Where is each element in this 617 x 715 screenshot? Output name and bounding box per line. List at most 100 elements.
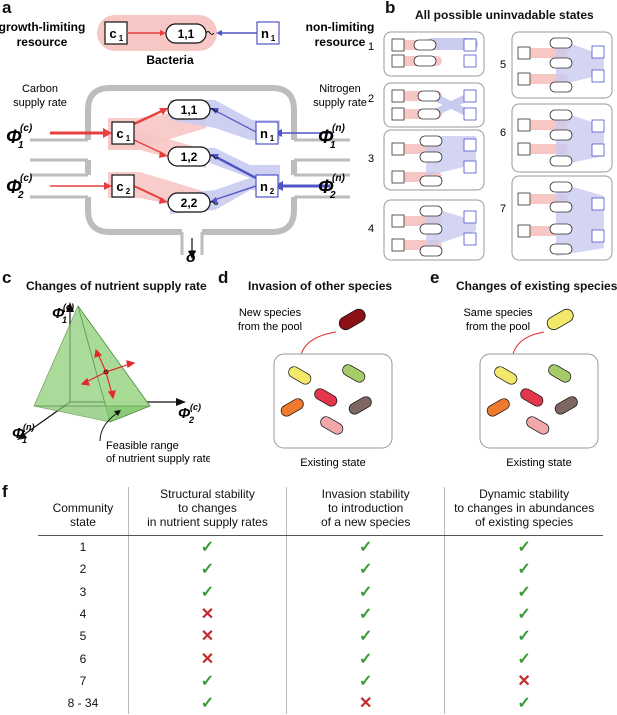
svg-text:2: 2 <box>329 190 336 201</box>
svg-text:Φ: Φ <box>52 305 65 322</box>
check-icon: ✓ <box>286 647 445 670</box>
check-icon: ✓ <box>127 558 287 581</box>
legend-c1-sub: 1 <box>119 34 124 43</box>
svg-text:c: c <box>116 179 123 194</box>
cross-icon: ✕ <box>127 625 287 648</box>
svg-text:New species: New species <box>239 307 302 319</box>
panel-e-label: e <box>430 268 440 287</box>
legend-nonlim-1: non-limiting <box>306 20 375 34</box>
legend-n1-sub: 1 <box>271 34 276 43</box>
svg-text:2,2: 2,2 <box>181 196 198 210</box>
svg-text:c: c <box>116 126 123 141</box>
svg-text:Φ: Φ <box>318 177 334 198</box>
check-icon: ✓ <box>127 669 287 693</box>
perturbation-diagram: Same species from the pool Existing stat… <box>463 307 599 469</box>
panel-d-label: d <box>218 268 229 287</box>
cross-icon: ✕ <box>444 669 603 693</box>
svg-text:Φ: Φ <box>6 177 22 198</box>
state-number: 5 <box>500 59 506 71</box>
dilution-delta: δ <box>186 249 196 262</box>
panel-f-label: f <box>2 482 8 501</box>
check-icon: ✓ <box>444 558 603 581</box>
svg-text:Φ: Φ <box>6 127 22 148</box>
invasion-diagram: New species from the pool Existing state <box>238 307 393 469</box>
panel-d-title: Invasion of other species <box>248 279 393 293</box>
panel-a-label: a <box>2 0 12 17</box>
svg-text:n: n <box>260 126 268 141</box>
svg-text:(c): (c) <box>63 302 74 312</box>
check-icon: ✓ <box>127 535 287 559</box>
legend-growth-2: resource <box>17 35 68 49</box>
svg-text:Feasible range: Feasible range <box>106 440 179 452</box>
svg-text:2: 2 <box>126 187 131 196</box>
svg-text:2: 2 <box>270 187 275 196</box>
state-cell: 1 <box>79 540 87 555</box>
cross-icon: ✕ <box>127 602 287 626</box>
state-number: 2 <box>368 93 374 105</box>
svg-text:Same species: Same species <box>463 307 533 319</box>
svg-text:(n): (n) <box>332 173 345 184</box>
svg-text:n: n <box>260 179 268 194</box>
check-icon: ✓ <box>444 692 603 715</box>
state-cell: 2 <box>79 562 87 577</box>
check-icon: ✓ <box>444 625 603 648</box>
svg-text:1: 1 <box>18 140 24 151</box>
table-row: 2✓✓✓ <box>38 558 603 581</box>
state-number: 3 <box>368 153 374 165</box>
svg-text:from the pool: from the pool <box>238 321 302 333</box>
svg-text:1,2: 1,2 <box>181 150 198 164</box>
state-cell: 7 <box>79 673 87 688</box>
check-icon: ✓ <box>444 602 603 626</box>
panel-c-label: c <box>2 268 12 287</box>
svg-text:supply rate: supply rate <box>13 97 67 109</box>
svg-text:of nutrient supply rates: of nutrient supply rates <box>106 453 210 465</box>
table-row: 5✕✓✓ <box>38 625 603 648</box>
uninvadable-states: 1 2 3 4 5 6 7 <box>368 31 613 261</box>
legend-n1: n <box>261 26 269 41</box>
svg-text:Φ: Φ <box>318 127 334 148</box>
svg-text:Carbon: Carbon <box>22 83 58 95</box>
state-cell: 5 <box>79 629 87 644</box>
legend-nonlim-2: resource <box>315 35 366 49</box>
panel-b-label: b <box>385 0 396 17</box>
svg-text:(c): (c) <box>20 173 33 184</box>
state-number: 4 <box>368 223 374 235</box>
svg-text:(c): (c) <box>190 402 201 412</box>
table-row: 3✓✓✓ <box>38 580 603 603</box>
state-cell: 8 - 34 <box>67 696 99 711</box>
table-row: 8 - 34✓✕✓ <box>38 692 603 715</box>
svg-text:1: 1 <box>330 140 336 151</box>
svg-text:1: 1 <box>22 435 27 445</box>
state-number: 7 <box>500 203 506 215</box>
check-icon: ✓ <box>286 625 445 648</box>
panel-a-diagram: growth-limiting resource non-limiting re… <box>0 15 374 262</box>
table-row: 6✕✓✓ <box>38 647 603 670</box>
panel-c-title: Changes of nutrient supply rate <box>26 279 207 293</box>
svg-text:supply rate: supply rate <box>313 97 367 109</box>
state-cell: 6 <box>79 651 87 666</box>
svg-text:(c): (c) <box>20 123 33 134</box>
check-icon: ✓ <box>286 558 445 581</box>
table-row: 4✕✓✓ <box>38 602 603 626</box>
state-cell: 3 <box>79 584 87 599</box>
check-icon: ✓ <box>127 580 287 603</box>
check-icon: ✓ <box>286 669 445 693</box>
legend: growth-limiting resource non-limiting re… <box>0 15 374 67</box>
svg-text:Φ: Φ <box>12 425 25 442</box>
legend-growth-1: growth-limiting <box>0 20 85 34</box>
legend-c1: c <box>109 26 116 41</box>
legend-bacteria: Bacteria <box>146 53 194 67</box>
chamber-wall <box>85 85 297 235</box>
svg-text:1: 1 <box>62 315 67 325</box>
svg-text:1: 1 <box>270 134 275 143</box>
svg-text:(n): (n) <box>332 123 345 134</box>
check-icon: ✓ <box>444 647 603 670</box>
check-icon: ✓ <box>127 692 287 715</box>
svg-text:1,1: 1,1 <box>181 103 198 117</box>
state-number: 6 <box>500 127 506 139</box>
legend-species: 1,1 <box>178 27 195 41</box>
